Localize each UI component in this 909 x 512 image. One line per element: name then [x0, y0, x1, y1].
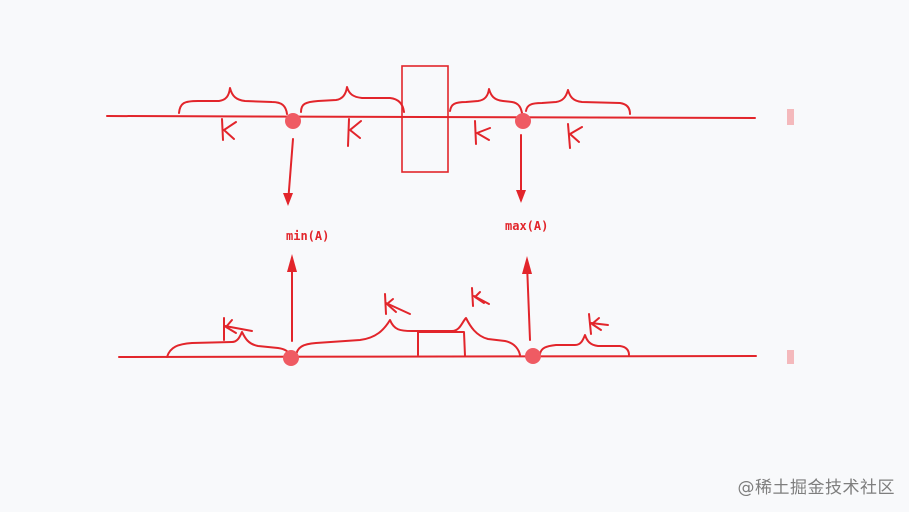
bottom-timeline	[118, 355, 757, 358]
top-edge-mark	[787, 109, 794, 125]
bottom-brace-1	[166, 331, 291, 358]
top-max-dot	[515, 113, 531, 129]
watermark-text: @稀土掘金技术社区	[737, 478, 895, 498]
top-brace-2	[300, 86, 405, 113]
top-min-dot	[285, 113, 301, 129]
top-brace-4	[525, 89, 631, 115]
max-label: max(A)	[505, 219, 548, 233]
arrow-to-min	[283, 138, 294, 206]
bottom-edge-mark	[787, 350, 794, 364]
top-k-mark-3	[474, 120, 491, 145]
min-label: min(A)	[286, 229, 329, 243]
arrow-from-bottom-max	[522, 256, 532, 341]
top-k-mark-1	[221, 118, 237, 141]
bottom-k-mark-2	[384, 293, 411, 315]
arrow-from-bottom-min	[287, 254, 297, 342]
top-brace-1	[178, 87, 288, 115]
bottom-brace-3	[539, 334, 630, 356]
arrow-to-max	[516, 134, 526, 203]
top-k-mark-2	[347, 118, 362, 147]
bottom-max-dot	[525, 348, 541, 364]
bottom-k-mark-4	[588, 313, 609, 335]
bottom-min-dot	[283, 350, 299, 366]
bottom-k-mark-1	[223, 317, 253, 341]
bottom-k-mark-3	[471, 287, 490, 307]
top-k-mark-4	[567, 123, 583, 149]
bottom-inner-brace	[417, 331, 466, 357]
bottom-brace-2	[295, 317, 521, 357]
sliding-window-box	[401, 65, 449, 173]
top-brace-3	[449, 88, 523, 114]
top-timeline	[106, 115, 756, 119]
